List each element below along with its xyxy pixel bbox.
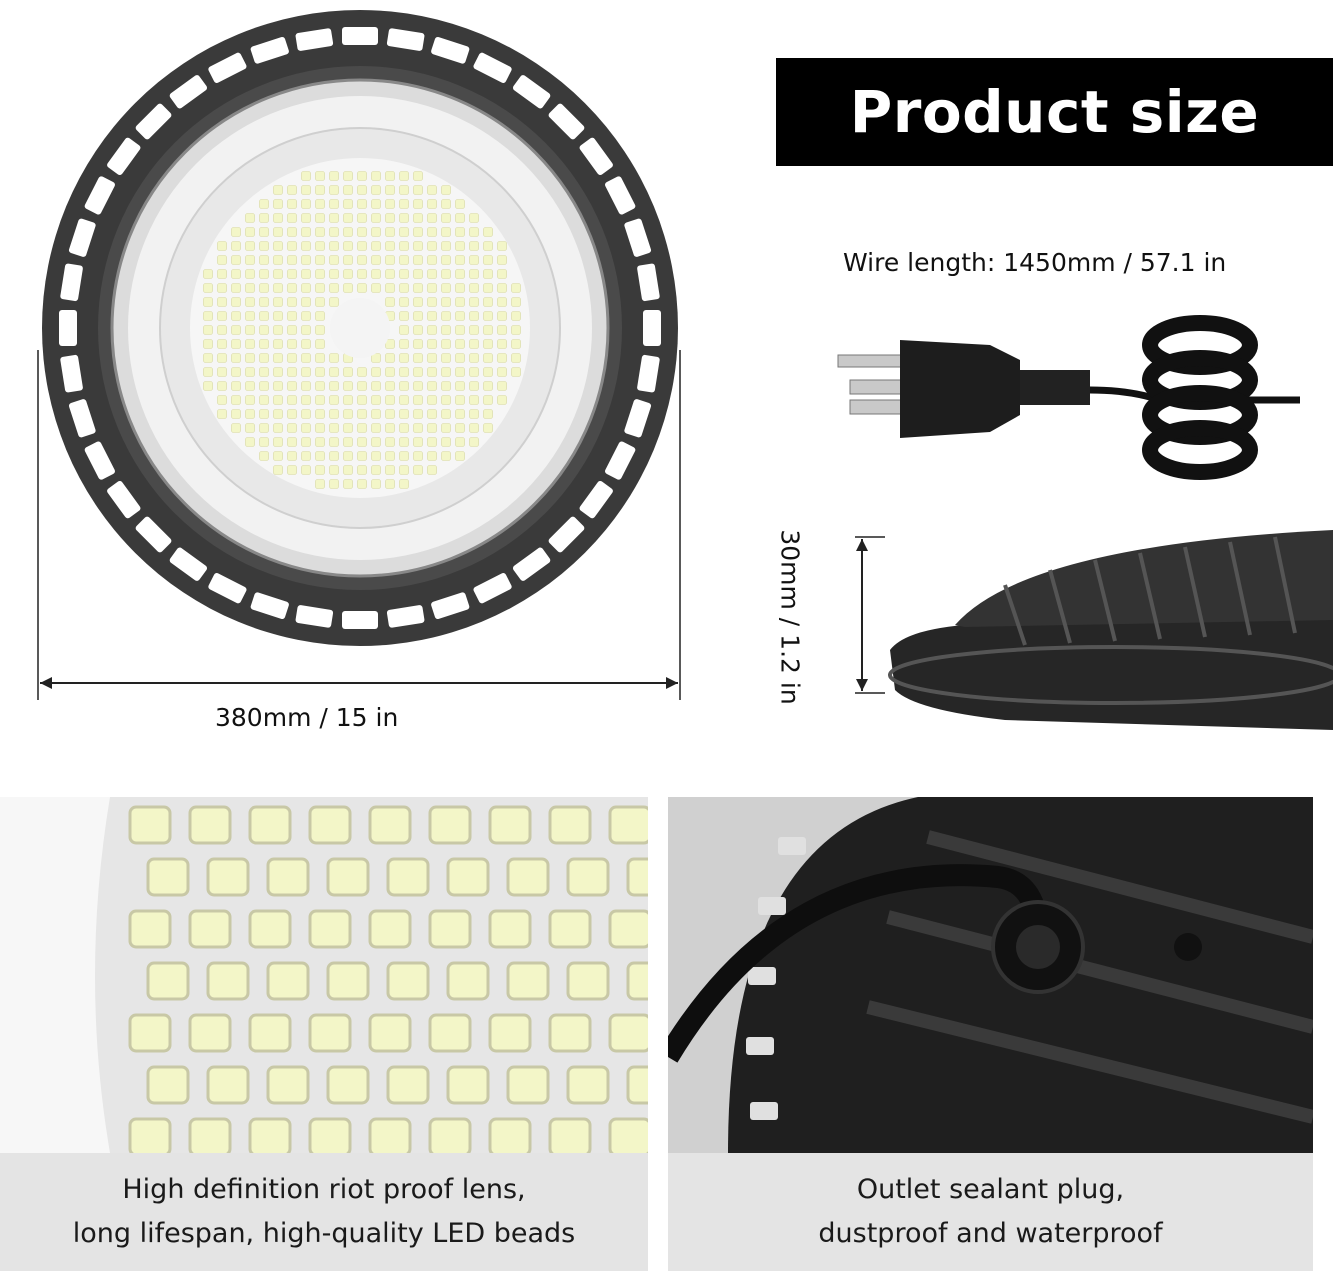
led-feature-line1: High definition riot proof lens, [122,1174,526,1205]
plug-feature-caption: Outlet sealant plug, dustproof and water… [668,1153,1313,1271]
wire-length-label: Wire length: 1450mm / 57.1 in [843,248,1227,277]
led-feature-line2: long lifespan, high-quality LED beads [72,1218,576,1249]
sealant-plug-closeup-panel: Outlet sealant plug, dustproof and water… [668,797,1313,1271]
led-feature-caption: High definition riot proof lens, long li… [0,1153,648,1271]
lamp-side-profile [885,525,1333,745]
plug-feature-line1: Outlet sealant plug, [856,1174,1125,1205]
product-size-title: Product size [776,58,1333,166]
power-plug-with-wire [830,300,1333,500]
plug-feature-line2: dustproof and waterproof [818,1218,1163,1249]
height-label: 30mm / 1.2 in [775,529,805,705]
height-dimension-line [845,530,885,700]
ufo-light-front-view [30,8,690,668]
diameter-dimension-line [30,350,690,710]
led-beads-closeup-panel: High definition riot proof lens, long li… [0,797,648,1271]
diameter-label: 380mm / 15 in [215,703,399,732]
